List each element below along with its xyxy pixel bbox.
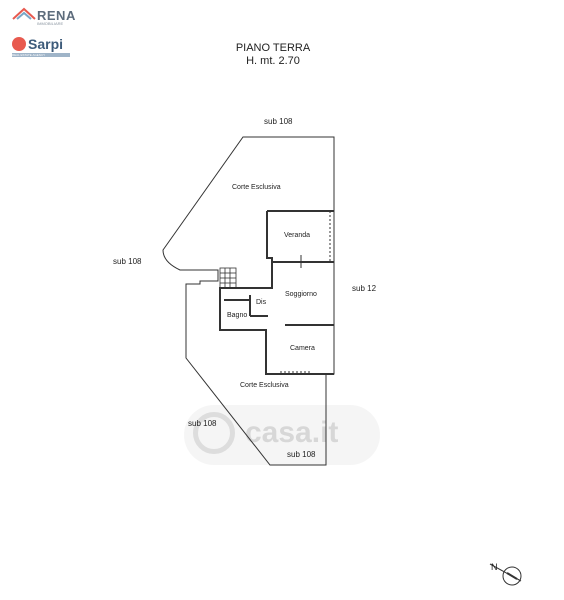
- neighbor-bottom-left-label: sub 108: [188, 419, 217, 428]
- compass-north-label: N: [491, 562, 498, 572]
- floor-title: PIANO TERRA: [235, 42, 311, 54]
- soggiorno-label: Soggiorno: [285, 291, 317, 298]
- house-icon: [12, 7, 36, 20]
- courtyard-bottom-label: Corte Esclusiva: [240, 382, 289, 389]
- bagno-label: Bagno: [227, 312, 247, 319]
- rena-tagline: IMMOBILIARE: [37, 21, 64, 26]
- watermark-text: casa.it: [245, 416, 339, 449]
- neighbor-top-label: sub 108: [264, 117, 293, 126]
- floor-height: H. mt. 2.70: [246, 55, 300, 67]
- rena-brand-name: RENA: [37, 8, 76, 23]
- dis-label: Dis: [256, 299, 267, 306]
- sarpi-icon: [12, 37, 26, 51]
- rena-logo: [12, 7, 82, 25]
- stairs: [219, 267, 237, 289]
- lot-boundary: [162, 136, 335, 466]
- neighbor-left-label: sub 108: [113, 257, 142, 266]
- sarpi-brand-name: Sarpi: [28, 36, 64, 52]
- watermark-icon: [193, 412, 235, 454]
- neighbor-right-label: sub 12: [352, 284, 377, 293]
- neighbor-bottom-label: sub 108: [287, 450, 316, 459]
- veranda-label: Veranda: [284, 232, 310, 239]
- sarpi-tagline: REAL ESTATE AGENCY: [12, 53, 70, 57]
- camera-label: Camera: [290, 345, 315, 352]
- compass-icon: [489, 563, 522, 586]
- courtyard-top-label: Corte Esclusiva: [232, 184, 281, 191]
- plan-title-block: PIANO TERRA H. mt. 2.70: [230, 42, 316, 68]
